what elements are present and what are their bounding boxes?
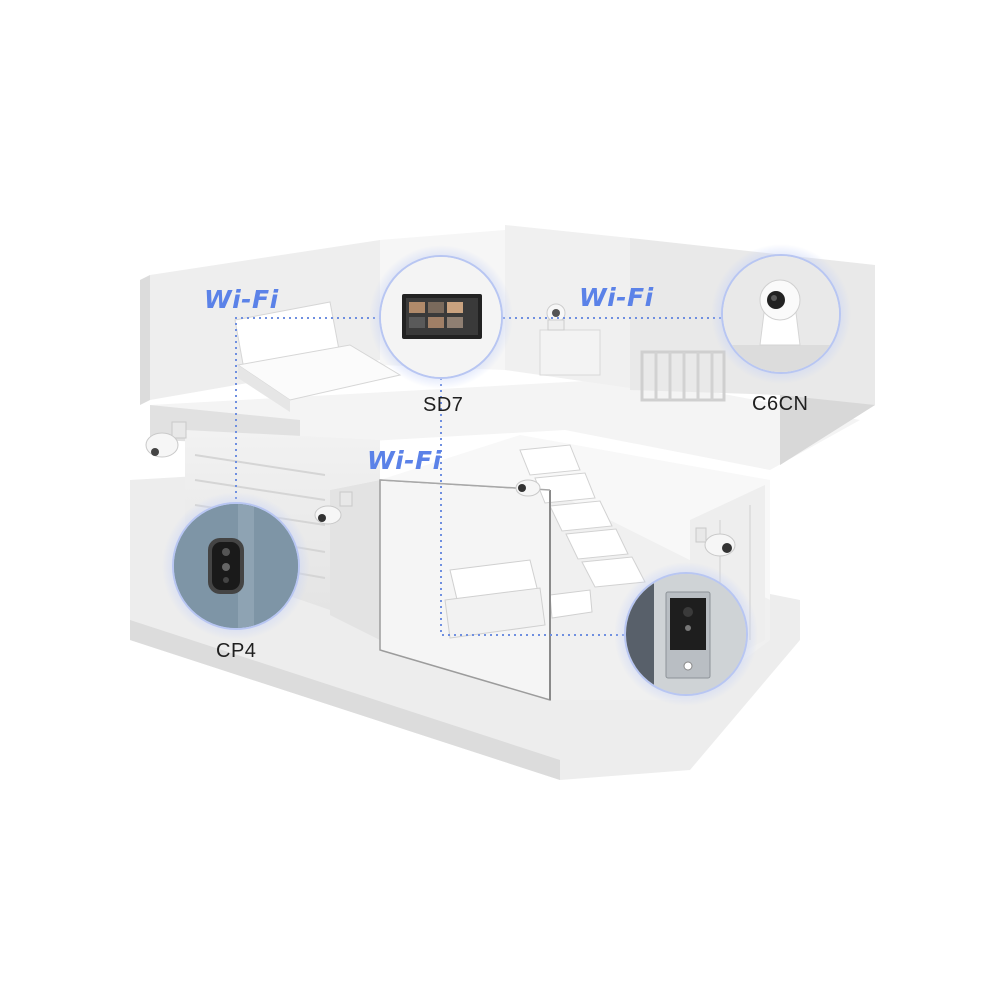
bullet-camera-left	[145, 421, 187, 458]
bullet-camera-right	[695, 527, 736, 557]
link-cp4-sd7	[235, 317, 380, 505]
wifi-label-left: Wi-Fi	[204, 285, 279, 314]
doorbell-device	[614, 562, 758, 706]
wifi-label-right: Wi-Fi	[579, 283, 654, 312]
device-label-c6cn: C6CN	[752, 393, 809, 415]
sd7-device	[369, 245, 513, 389]
device-label-sd7: SD7	[423, 394, 464, 416]
wifi-links	[235, 317, 722, 636]
bullet-camera-stairs	[515, 479, 541, 497]
link-sd7-doorbell	[440, 378, 626, 636]
wifi-label-center: Wi-Fi	[367, 446, 442, 475]
cp4-device	[162, 492, 310, 640]
c6cn-device	[711, 244, 851, 384]
crib	[640, 350, 726, 402]
device-label-cp4: CP4	[216, 640, 257, 662]
bullet-camera-garage	[314, 491, 353, 525]
bed	[234, 301, 402, 412]
